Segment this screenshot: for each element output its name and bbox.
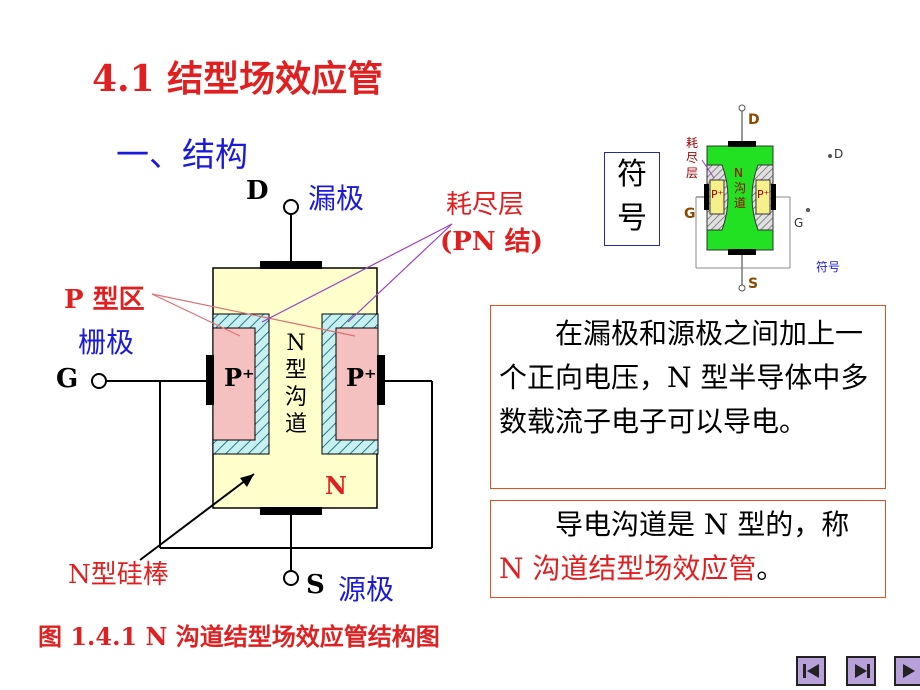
- explanation-box-2: 导电沟道是 N 型的，称 N 沟道结型场效应管。: [490, 500, 886, 598]
- symbol-right-d-letter: D: [834, 147, 844, 161]
- drain-letter: D: [246, 176, 269, 206]
- left-p-region: [212, 327, 256, 441]
- explanation-text-1: 在漏极和源极之间加上一个正向电压，N 型半导体中多数载流子电子可以导电。: [499, 317, 869, 438]
- symbol-g-letter: G: [684, 206, 696, 222]
- symbol-s-letter: S: [748, 276, 759, 292]
- explanation-text-2a: 导电沟道是 N 型的，称: [555, 508, 850, 541]
- right-gate-electrode: [377, 355, 385, 405]
- symbol-depletion-label: 耗尽层: [686, 136, 699, 180]
- drain-label: 漏极: [308, 182, 365, 215]
- gate-terminal: [91, 373, 107, 389]
- gate-label: 栅极: [78, 326, 135, 359]
- figure-caption: 图 1.4.1 N 沟道结型场效应管结构图: [38, 622, 440, 651]
- jfet-symbol-diagram: [695, 104, 832, 292]
- slide-title: 4.1 结型场效应管: [92, 58, 384, 100]
- first-page-icon[interactable]: [796, 656, 826, 686]
- explanation-highlight: N 沟道结型场效应管: [499, 552, 757, 585]
- drain-terminal: [283, 199, 299, 215]
- source-electrode: [260, 507, 322, 515]
- source-letter: S: [306, 570, 325, 600]
- right-p-region: [335, 327, 379, 441]
- symbol-right-p-label: P⁺: [757, 188, 770, 201]
- n-silicon-rod-label: N型硅棒: [68, 560, 169, 590]
- source-terminal: [283, 570, 299, 586]
- left-gate-electrode: [206, 355, 214, 405]
- symbol-caption: 符号: [816, 260, 841, 274]
- depletion-layer-label: 耗尽层: [446, 190, 525, 220]
- symbol-d-letter: D: [748, 112, 760, 128]
- source-label: 源极: [338, 573, 395, 606]
- previous-page-icon[interactable]: [846, 656, 876, 686]
- symbol-left-p-label: P⁺: [711, 188, 724, 201]
- symbol-right-g-letter: G: [794, 216, 804, 230]
- gate-letter: G: [56, 364, 79, 394]
- next-page-icon[interactable]: [894, 656, 920, 686]
- left-p-plus-label: P⁺: [224, 363, 255, 392]
- explanation-text-2b: 。: [756, 552, 785, 585]
- explanation-box-1: 在漏极和源极之间加上一个正向电压，N 型半导体中多数载流子电子可以导电。: [490, 305, 886, 489]
- n-channel-label: N型沟道: [284, 331, 307, 437]
- symbol-channel-label: N沟道: [734, 166, 747, 210]
- right-p-plus-label: P⁺: [346, 363, 377, 392]
- n-body-label: N: [325, 471, 347, 500]
- drain-electrode: [260, 261, 322, 269]
- symbol-label-box: 符号: [604, 152, 660, 246]
- pn-junction-label: (PN 结): [440, 227, 543, 257]
- p-region-label: P 型区: [64, 285, 145, 315]
- section-heading: 一、结构: [116, 135, 248, 174]
